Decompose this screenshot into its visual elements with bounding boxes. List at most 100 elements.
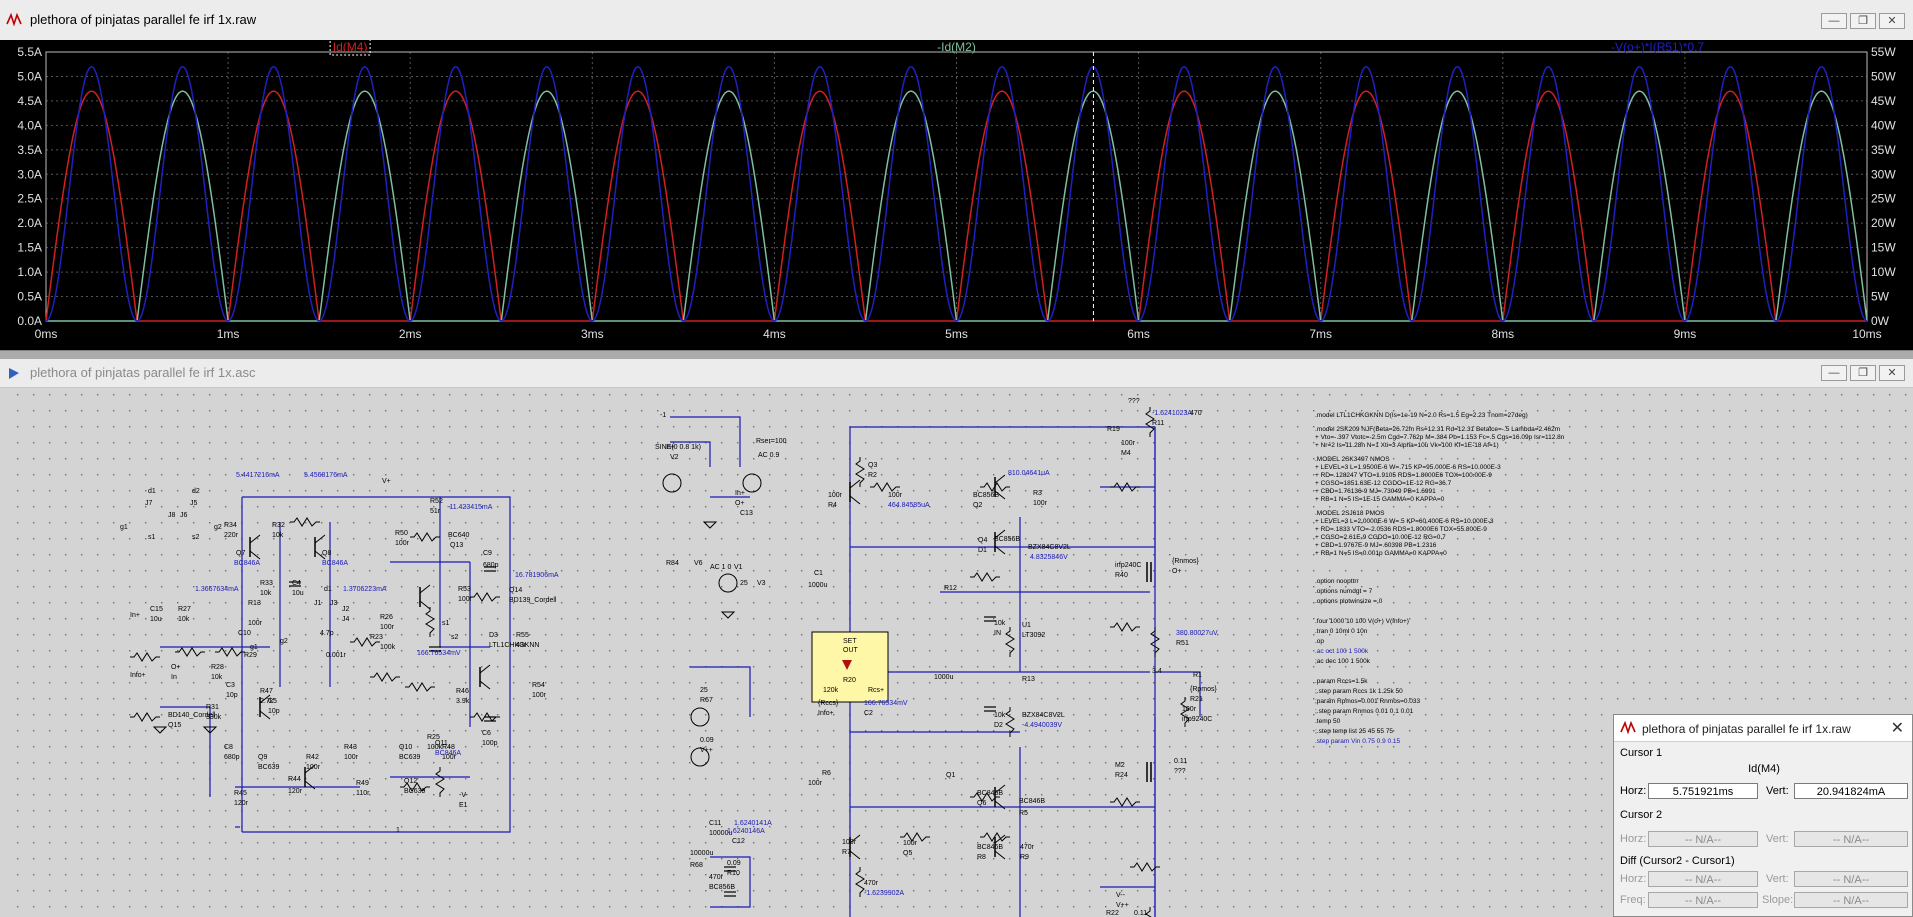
restore-button[interactable]: ❐ <box>1850 365 1876 381</box>
spice-directive[interactable]: + CGSO=1851.63E-12 CGDO=1E-12 RG=36.7 <box>1315 480 1452 487</box>
resistor[interactable] <box>410 532 440 542</box>
cursor-dialog-titlebar[interactable]: plethora of pinjatas parallel fe irf 1x.… <box>1614 715 1912 742</box>
restore-button[interactable]: ❐ <box>1850 13 1876 29</box>
resistor[interactable] <box>900 832 930 842</box>
resistor[interactable] <box>370 672 400 682</box>
spice-directive[interactable]: .MODEL 2SK3497 NMOS <box>1315 456 1390 463</box>
voltage-source[interactable] <box>690 747 710 767</box>
spice-directive[interactable]: .temp 50 <box>1315 718 1341 725</box>
transistor-collector <box>994 474 1006 484</box>
resistor[interactable] <box>970 572 1000 582</box>
spice-directive[interactable]: ;ac dec 100 1 500k <box>1315 658 1371 665</box>
spice-directive[interactable]: .tran 0 10ml 0 10n <box>1315 628 1368 635</box>
spice-directive[interactable]: + Nr=2 Is=11.28n N=1 Xti=3 Alpha=10u Vk=… <box>1315 442 1499 449</box>
component-label: 470r <box>1020 844 1035 851</box>
component-label: R8 <box>977 854 986 861</box>
voltage-source[interactable] <box>662 473 682 493</box>
spice-directive[interactable]: .param Rccs=1.5k <box>1315 678 1368 685</box>
lt3092-ic[interactable] <box>811 631 889 703</box>
component-label: R6 <box>822 770 831 777</box>
spice-directive[interactable]: .model LTL1CHKGKNN D(Is=1e-19 N=2.0 Rs=1… <box>1315 412 1528 419</box>
resistor[interactable] <box>470 592 500 602</box>
spice-directive[interactable]: + RD=.128247 VTO=1.9105 RDS=1.8000E6 TOX… <box>1315 472 1492 479</box>
spice-directive[interactable]: .options numdgt = 7 <box>1315 588 1373 595</box>
spice-directive[interactable]: ;.step temp list 25 45 55 75 <box>1315 728 1393 735</box>
spice-directive[interactable]: ;.step param Rccs 1k 1.25k 50 <box>1315 688 1403 695</box>
resistor[interactable] <box>1150 627 1160 657</box>
spice-directive[interactable]: + Vto=-.397 Vtotc=-2.5m Cgd=7.762p M=.38… <box>1315 434 1565 441</box>
cursor1-horz-field[interactable]: 5.751921ms <box>1648 783 1758 799</box>
component-label: R55 <box>516 632 529 639</box>
spice-directive[interactable]: + CBD=1.76136-9 MJ=.73049 PB=1.6991 <box>1315 488 1436 495</box>
spice-directives[interactable]: .model LTL1CHKGKNN D(Is=1e-19 N=2.0 Rs=1… <box>1315 412 1565 745</box>
trace-label[interactable]: -Id(M2) <box>937 40 976 54</box>
resistor[interactable] <box>1180 697 1190 727</box>
spice-directive[interactable]: + RD=.1833 VTO=-2.0536 RDS=1.8000E6 TOX=… <box>1315 526 1487 533</box>
resistor[interactable] <box>1145 907 1154 917</box>
cursor2-vert-field[interactable]: -- N/A-- <box>1794 831 1908 847</box>
spice-directive[interactable]: + CGSO=2.61E-9 CGDO=10.00E-12 RG=0.7 <box>1315 534 1446 541</box>
waveform-titlebar[interactable]: plethora of pinjatas parallel fe irf 1x.… <box>0 0 1913 41</box>
spice-directive[interactable]: .step param Vin 0.75 0.9 0.15 <box>1315 738 1401 745</box>
resistor[interactable] <box>405 682 435 692</box>
spice-directive[interactable]: ;param Rpmos=0.001 Rnmos=0.033 <box>1315 698 1421 705</box>
spice-directive[interactable]: + RB=1 N=5 IS=1E-15 GAMMA=0 KAPPA=0 <box>1315 496 1445 503</box>
resistor[interactable] <box>855 867 865 897</box>
resistor[interactable] <box>130 712 160 722</box>
spice-directive[interactable]: .MODEL 2SJ618 PMOS <box>1315 510 1385 517</box>
component-label: R23 <box>370 634 383 641</box>
diff-vert-field[interactable]: -- N/A-- <box>1794 871 1908 887</box>
resistor[interactable] <box>1110 797 1140 807</box>
trace-label[interactable]: -V(o+)*I(R51)*0.7 <box>1611 40 1704 54</box>
diff-horz-field[interactable]: -- N/A-- <box>1648 871 1758 887</box>
resistor[interactable] <box>1130 862 1160 872</box>
spice-directive[interactable]: + LEVEL=3 L=1.9500E-6 W=.715 KP=95.000E-… <box>1315 464 1501 471</box>
resistor[interactable] <box>290 517 320 527</box>
component-label: 1000u <box>808 582 828 589</box>
diff-freq-field[interactable]: -- N/A-- <box>1648 892 1758 908</box>
resistor[interactable] <box>1110 482 1140 492</box>
spice-directive[interactable]: .op <box>1315 638 1324 645</box>
spice-directive[interactable]: + CBD=1.9767E-9 MJ=.60398 PB=1.2316 <box>1315 542 1437 549</box>
resistor[interactable] <box>870 482 900 492</box>
cursor1-vert-field[interactable]: 20.941824mA <box>1794 783 1908 799</box>
spice-directive[interactable]: .model 2SK209 NJF(Beta=26.72m Rs=12.31 R… <box>1315 426 1560 433</box>
resistor[interactable] <box>1110 622 1140 632</box>
voltage-source[interactable] <box>690 707 710 727</box>
close-button[interactable]: ✕ <box>1879 365 1905 381</box>
trace-label[interactable]: Id(M4) <box>333 40 368 54</box>
resistor[interactable] <box>855 457 865 487</box>
resistor[interactable] <box>425 607 435 637</box>
spice-directive[interactable]: .option noopttrr <box>1315 578 1360 585</box>
resistor[interactable] <box>130 652 160 662</box>
minimize-button[interactable]: — <box>1821 365 1847 381</box>
resistor[interactable] <box>215 647 245 657</box>
spice-directive[interactable]: + RB=1 N=5 IS=0.001p GAMMA=0 KAPPA=0 <box>1315 550 1447 557</box>
resistor[interactable] <box>175 647 205 657</box>
resistor[interactable] <box>350 637 380 647</box>
spice-directive[interactable]: + LEVEL=3 L=2.0000E-6 W=.5 KP=60.400E-6 … <box>1315 518 1494 525</box>
minimize-button[interactable]: — <box>1821 13 1847 29</box>
diff-slope-field[interactable]: -- N/A-- <box>1794 892 1908 908</box>
spice-directive[interactable]: .four 1000 10 100 V(o+) V(Info+) <box>1315 618 1409 625</box>
resistor[interactable] <box>400 782 430 792</box>
close-button[interactable]: ✕ <box>1879 13 1905 29</box>
spice-directive[interactable]: ;.step param Rnmos 0.01 0.1 0.01 <box>1315 708 1414 715</box>
schematic-titlebar[interactable]: plethora of pinjatas parallel fe irf 1x.… <box>0 359 1913 388</box>
resistor[interactable] <box>1005 707 1015 737</box>
spice-directive[interactable]: .options plotwinsize = 0 <box>1315 598 1383 605</box>
spice-directive[interactable]: .ac oct 100 1 500k <box>1315 648 1369 655</box>
voltage-source[interactable] <box>718 573 738 593</box>
component-label: R20 <box>843 677 856 684</box>
resistor[interactable] <box>1145 407 1155 437</box>
voltage-source[interactable] <box>742 473 762 493</box>
resistor[interactable] <box>435 767 445 797</box>
close-icon[interactable]: ✕ <box>1890 720 1904 737</box>
components[interactable] <box>130 407 1190 917</box>
cursor2-horz-field[interactable]: -- N/A-- <box>1648 831 1758 847</box>
resistor[interactable] <box>1005 627 1015 657</box>
